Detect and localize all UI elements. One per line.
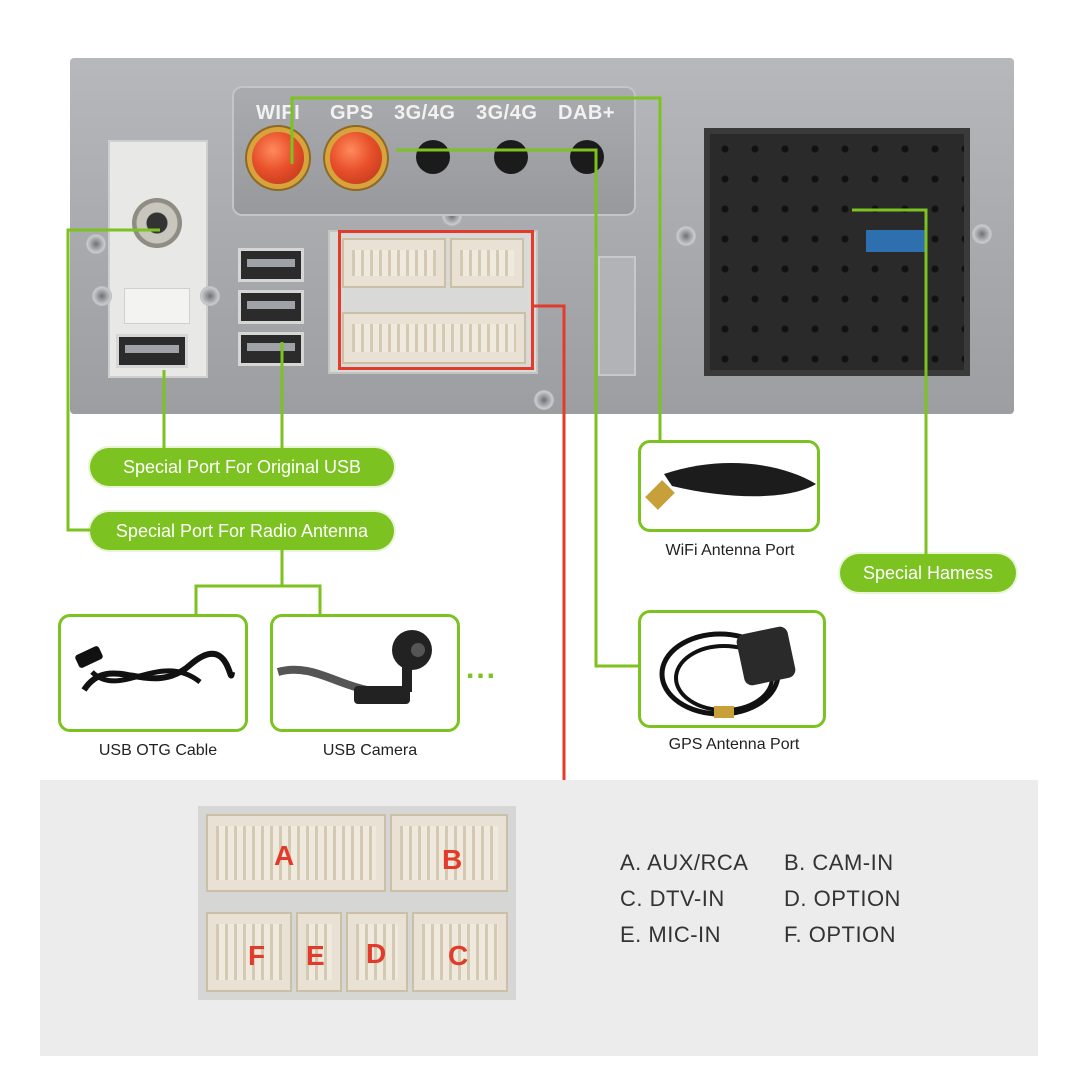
wifi-antenna-caption: WiFi Antenna Port [665,542,795,559]
legend-e: E. MIC-IN [620,922,722,947]
closeup-connector-c [412,912,508,992]
usb-otg-cable-icon [75,646,235,692]
closeup-connector-e [296,912,342,992]
legend-a: A. AUX/RCA [620,850,749,875]
usb-camera-caption: USB Camera [322,742,418,759]
usb-otg-cable-caption: USB OTG Cable [98,742,218,759]
wifi-antenna-icon [645,462,816,510]
usb-port-3[interactable] [238,332,304,366]
zone-label-b: B [442,844,463,875]
screw-icon [972,224,992,244]
3g4g-port-label-2: 3G/4G [476,102,538,124]
harness-clip [866,230,926,252]
gps-sma-connector[interactable] [330,132,382,184]
zone-label-c: C [448,940,469,971]
usb-port-1[interactable] [238,248,304,282]
original-usb-port[interactable] [116,334,188,368]
3g4g-port-label-1: 3G/4G [394,102,456,124]
screw-icon [200,286,220,306]
detail-background [40,780,1038,1056]
closeup-connector-d [346,912,408,992]
more-accessories-indicator: ... [466,652,498,685]
legend-d: D. OPTION [784,886,901,911]
usb-camera-icon [276,630,432,704]
closeup-connector-a [206,814,386,892]
gps-antenna-icon [659,626,796,718]
screw-icon [676,226,696,246]
3g4g-hole-2 [494,140,528,174]
zone-label-f: F [248,940,266,971]
callout-special-harness: Special Hamess [840,554,1016,592]
wifi-sma-connector[interactable] [252,132,304,184]
gps-antenna-caption: GPS Antenna Port [668,736,800,753]
radio-antenna-socket[interactable] [132,198,182,248]
dab-port-label: DAB+ [558,102,616,124]
callout-radio-antenna: Special Port For Radio Antenna [90,512,394,550]
zone-label-e: E [306,940,325,971]
dab-hole [570,140,604,174]
screw-icon [534,390,554,410]
screw-icon [92,286,112,306]
legend-b: B. CAM-IN [784,850,894,875]
zone-label-d: D [366,938,387,969]
connector-highlight [338,230,534,370]
legend-c: C. DTV-IN [620,886,725,911]
closeup-connector-f [206,912,292,992]
usb-port-2[interactable] [238,290,304,324]
callout-original-usb: Special Port For Original USB [90,448,394,486]
wifi-port-label: WIFI [256,102,301,124]
closeup-connector-b [390,814,508,892]
connector-lower-row[interactable] [342,312,526,364]
legend-f: F. OPTION [784,922,897,947]
connector-b[interactable] [450,238,524,288]
zone-label-a: A [274,840,295,871]
3g4g-hole-1 [416,140,450,174]
gps-port-label: GPS [330,102,374,124]
usb-camera-frame [270,614,460,732]
module-plate [124,288,190,324]
connector-a[interactable] [342,238,446,288]
panel-recess [598,256,636,376]
screw-icon [86,234,106,254]
